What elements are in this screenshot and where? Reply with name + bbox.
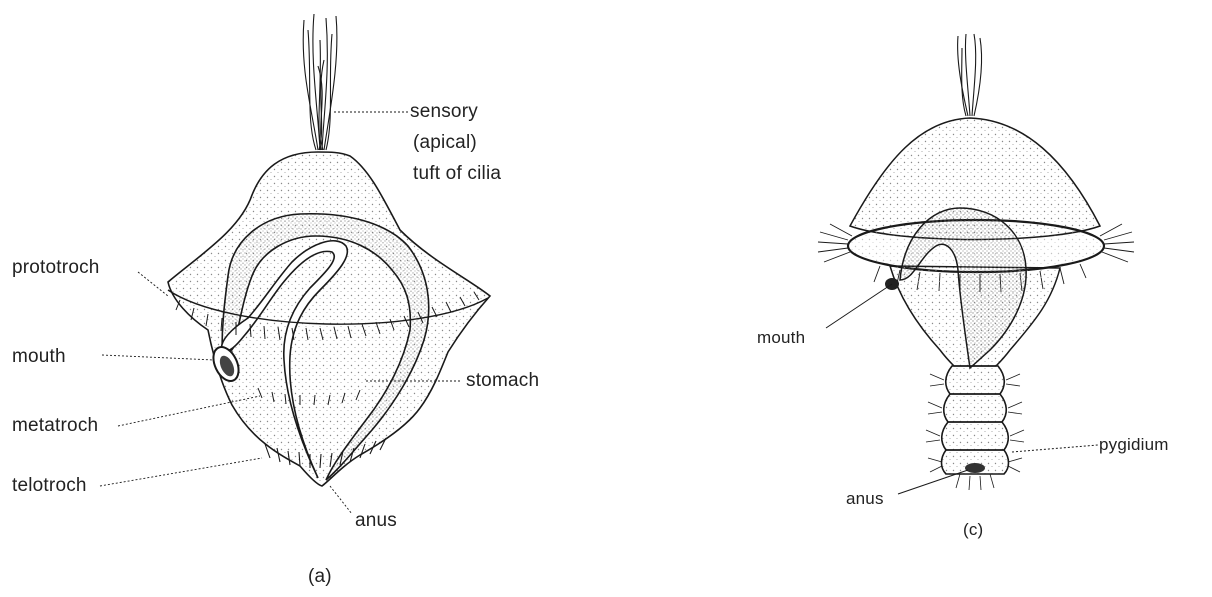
- label-sensory-line1: sensory: [410, 101, 478, 122]
- label-sensory-line2: (apical): [413, 132, 477, 153]
- label-anus-c: anus: [846, 488, 884, 509]
- figure-a-trochophore: [100, 14, 490, 514]
- body-outline-a: [168, 152, 490, 486]
- figure-c-larva: [818, 34, 1134, 494]
- caption-a: (a): [308, 566, 332, 587]
- label-mouth-c: mouth: [757, 327, 805, 348]
- label-stomach-a: stomach: [466, 370, 539, 391]
- segmented-trunk-c: [942, 366, 1009, 474]
- apical-tuft-c: [958, 34, 982, 116]
- label-pygidium-c: pygidium: [1099, 434, 1169, 455]
- label-anus-a: anus: [355, 510, 397, 531]
- caption-c: (c): [963, 519, 983, 540]
- apical-tuft-a: [303, 14, 337, 150]
- label-mouth-a: mouth: [12, 346, 66, 367]
- label-sensory-line3: tuft of cilia: [413, 163, 501, 184]
- label-metatroch-a: metatroch: [12, 415, 98, 436]
- label-prototroch-a: prototroch: [12, 257, 100, 278]
- label-telotroch-a: telotroch: [12, 475, 87, 496]
